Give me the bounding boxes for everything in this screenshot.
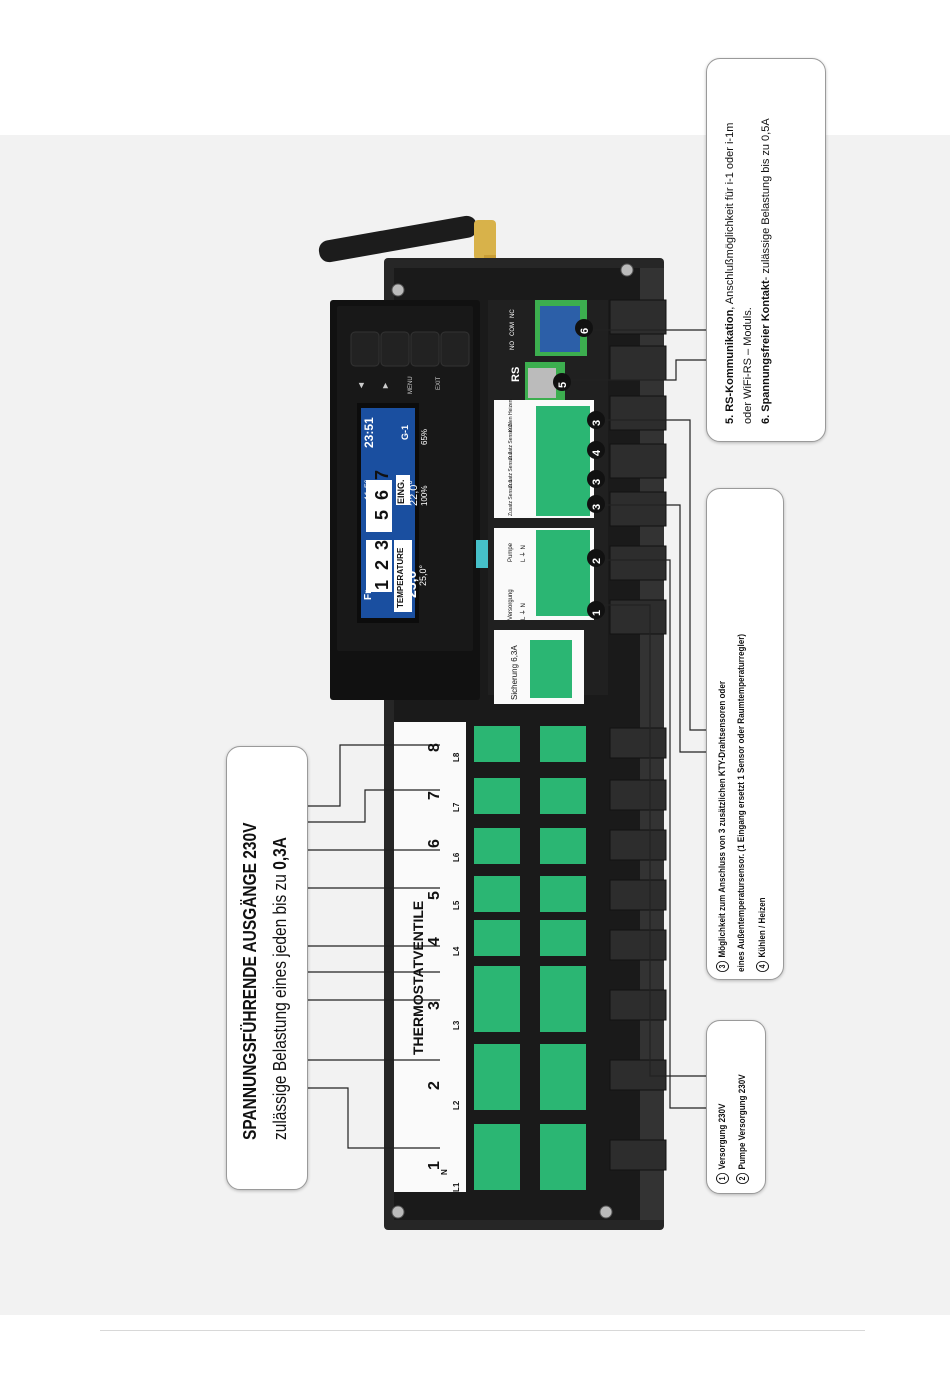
callout-outputs-title: SPANNUNGSFÜHRENDE AUSGÄNGE 230V [240,822,260,1140]
zone-5: 5 [426,891,443,900]
callout-power-line1: 1 Versorgung 230V [716,1104,729,1184]
rs-label: RS [510,366,522,382]
zone-8: 8 [426,743,443,752]
callout-sensors-line1: 3 Möglichkeit zum Anschluss von 3 zusätzl… [716,681,729,972]
thermostatventile-label: THERMOSTATVENTILE [410,900,426,1055]
menu-button[interactable]: MENU [408,376,414,394]
callout-power-num1: 1 [716,1172,729,1184]
display-zones-top: 5 [372,509,392,520]
display-temp-main: 25,0° [403,565,419,598]
display-unit [330,300,480,700]
callout-rs-line1: 5. RS-Kommunikation, Anschlußmöglichkeit… [724,123,736,424]
callout-outputs-value: 0,3A [270,837,290,870]
callout-rs-l3-rest: - zulässige Belastung bis zu 0,5A [760,118,772,281]
display-zone-2: 2 [372,559,392,570]
marker-3c: 3 [591,419,603,426]
relay-no: NO [510,341,516,350]
pumpe-label: Pumpe [508,542,514,562]
display-eing-value: 22,0° [408,480,420,506]
callout-sensors-num4: 4 [756,960,769,972]
terminal-l1: L1 [452,1182,461,1192]
display-battery: 65% [420,428,429,445]
display-zone-6: 6 [372,489,392,500]
callout-outputs [226,746,308,1190]
marker-3b: 3 [591,478,603,485]
callout-power-num2: 2 [736,1172,749,1184]
callout-sensors-text3: Kühlen / Heizen [757,897,768,958]
footer-rule [100,1330,865,1331]
display-temp-set: 25,0° [418,564,428,586]
callout-rs-l1-bold: 5. RS-Kommunikation [724,309,736,424]
versorgung-lnn: L ⏚ N [521,603,527,620]
marker-badges [553,319,605,619]
zone-2: 2 [426,1081,443,1090]
zone-7: 7 [426,791,443,800]
callout-power-line2: 2 Pumpe Versorgung 230V [736,1074,749,1184]
display-signal: 100% [420,485,429,506]
display-mode: G-1 [400,424,410,440]
terminal-n: N [440,1169,449,1175]
callout-rs-l1-rest: , Anschlußmöglichkeit für i-1 oder i-1m [724,122,736,310]
leader-lines [308,329,706,1149]
zone-4: 4 [426,937,443,946]
callout-power-text2: Pumpe Versorgung 230V [737,1074,748,1170]
callout-rs-l3-bold: 6. Spannungsfreier Kontakt [760,280,772,424]
display-zone-3: 3 [372,539,392,550]
terminal-l6: L6 [452,852,461,862]
callout-sensors-num3: 3 [716,960,729,972]
relay-com: COM [510,322,516,336]
prev-button[interactable]: ◄ [356,381,366,390]
callout-outputs-prefix: zulässige Belastung eines jeden bis zu [270,869,290,1140]
green-terminal-blocks [474,726,586,1190]
display-zone-7: 7 [372,469,392,480]
callout-sensors-line2: eines Außentemperatursensor. (1 Eingang … [736,633,747,972]
callout-rs-line2: oder WiFi-RS – Moduls. [742,307,754,424]
callout-rs [706,58,826,442]
sensor-label-4: Kühlen Heizen [508,399,514,432]
terminal-l4: L4 [452,946,461,956]
marker-6: 6 [579,327,591,334]
callout-sensors [706,488,784,980]
callout-rs-line3: 6. Spannungsfreier Kontakt- zulässige Be… [760,118,772,424]
terminal-l7: L7 [452,802,461,812]
callout-power [706,1020,766,1194]
marker-3: 3 [591,503,603,510]
display-eing-label: EING. [396,479,406,504]
marker-4: 4 [591,449,603,456]
zone-6: 6 [426,839,443,848]
next-button[interactable]: ► [380,381,390,390]
exit-button[interactable]: EXIT [436,376,442,390]
callout-outputs-subtitle: zulässige Belastung eines jeden bis zu 0… [270,837,291,1140]
sicherung-label: Sicherung 6,3A [510,645,519,700]
terminal-l5: L5 [452,900,461,910]
display-zone-1: 1 [372,579,392,590]
callout-sensors-line3: 4 Kühlen / Heizen [756,897,769,972]
marker-5: 5 [557,381,569,388]
callout-sensors-text1: Möglichkeit zum Anschluss von 3 zusätzli… [717,680,728,958]
pcb-area [476,300,608,704]
pumpe-lnn: L ⏚ N [521,545,527,562]
terminal-l2: L2 [452,1100,461,1110]
terminal-area [394,722,586,1192]
terminal-l8: L8 [452,752,461,762]
callout-power-text1: Versorgung 230V [717,1103,728,1170]
versorgung-label: Versorgung [508,589,514,620]
marker-2: 2 [591,557,603,564]
terminal-l3: L3 [452,1020,461,1030]
zone-3: 3 [426,1001,443,1010]
relay-nc: NC [510,309,516,318]
marker-1: 1 [591,609,603,616]
display-time: 23:51 [362,417,376,448]
